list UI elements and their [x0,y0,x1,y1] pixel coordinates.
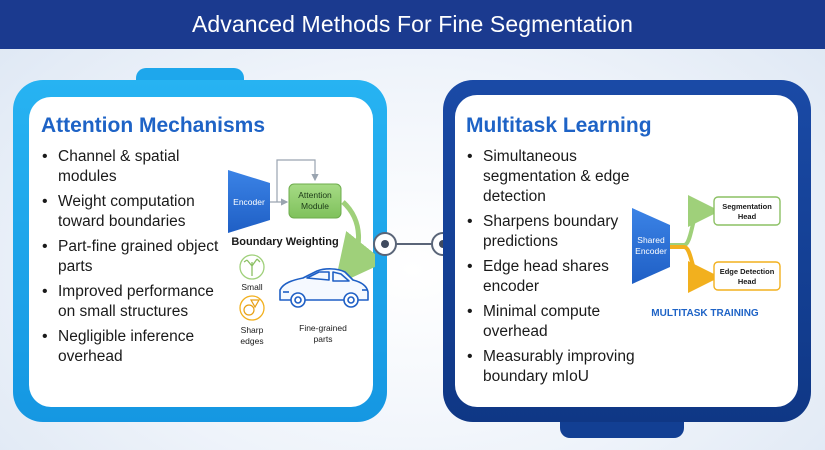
attention-bullet-list: Channel & spatial modules Weight computa… [40,147,230,372]
list-item: Improved performance on small structures [40,282,230,322]
shared-encoder-line1: Shared [637,235,665,245]
segmentation-head-block [713,196,781,226]
attention-label-line2: Module [301,201,329,211]
list-item: Edge head shares encoder [465,257,640,297]
sharp-label-line2: edges [240,336,263,346]
encoder-block [228,170,270,233]
edge-detection-head-block [713,261,781,291]
multitask-bullet-list: Simultaneous segmentation & edge detecti… [465,147,640,392]
boundary-weighting-caption: Boundary Weighting [231,236,338,248]
list-item: Negligible inference overhead [40,327,230,367]
attention-module-block [288,183,342,219]
edge-detection-head-line2: Head [738,277,757,286]
attention-heading: Attention Mechanisms [41,114,266,137]
list-item: Weight computation toward boundaries [40,192,230,232]
encoder-label: Encoder [233,197,265,207]
list-item: Minimal compute overhead [465,302,640,342]
fine-grained-label-line2: parts [314,334,333,344]
list-item: Part-fine grained object parts [40,237,230,277]
segmentation-head-line2: Head [738,212,757,221]
list-item: Measurably improving boundary mIoU [465,347,640,387]
attention-label-line1: Attention [298,190,332,200]
sharp-label-line1: Sharp [241,325,264,335]
multitask-diagram: Shared Encoder Segmentation Head Edge De… [632,195,781,319]
connector-dot-left [373,232,397,256]
edge-detection-head-line1: Edge Detection [720,267,775,276]
segmentation-head-line1: Segmentation [722,202,772,211]
plant-icon [239,254,265,280]
shared-encoder-line2: Encoder [635,246,667,256]
small-label: Small [241,282,262,292]
connector-line [395,243,440,245]
list-item: Channel & spatial modules [40,147,230,187]
list-item: Sharpens boundary predictions [465,212,640,252]
multitask-heading: Multitask Learning [466,114,652,137]
page-title: Advanced Methods For Fine Segmentation [191,11,634,37]
page-title-bar: Advanced Methods For Fine Segmentation [0,0,825,49]
list-item: Simultaneous segmentation & edge detecti… [465,147,640,207]
attention-diagram: Encoder Attention Module Boundary Weight… [228,159,375,346]
shapes-icon [239,295,265,321]
multitask-training-caption: MULTITASK TRAINING [651,308,759,319]
fine-grained-label-line1: Fine-grained [299,323,347,333]
shared-encoder-block [632,208,670,284]
car-icon [279,268,369,308]
